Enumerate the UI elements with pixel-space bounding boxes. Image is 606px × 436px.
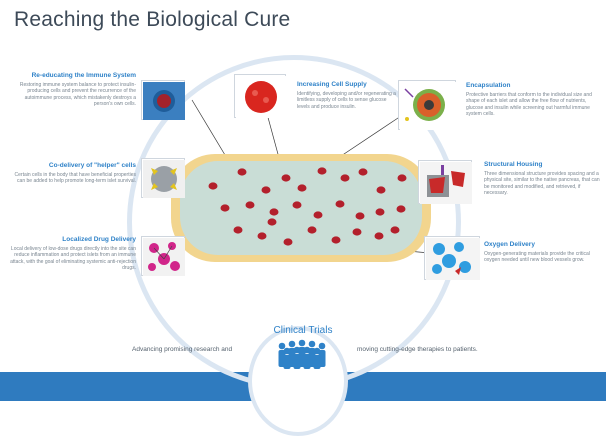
islet — [233, 226, 243, 234]
islet — [220, 204, 230, 212]
islet — [297, 184, 307, 192]
section-text-encaps: Protective barriers that conform to the … — [466, 92, 592, 117]
helper-cells-icon — [143, 160, 185, 198]
islet — [376, 186, 386, 194]
structural-housing-icon — [420, 162, 472, 204]
section-text-drug: Local delivery of low-dose drugs directl… — [10, 246, 136, 271]
clinical-trials-label: Clinical Trials — [273, 325, 333, 336]
encapsulation-icon — [400, 82, 456, 130]
thumbnail-immune — [141, 80, 185, 120]
islet — [281, 174, 291, 182]
islet — [317, 167, 327, 175]
diagram-overlay — [171, 99, 437, 262]
islet — [257, 232, 267, 240]
islet — [267, 218, 277, 226]
islet — [374, 232, 384, 240]
islet — [307, 226, 317, 234]
thumbnail-drug — [141, 236, 185, 276]
drug-molecules-icon — [143, 238, 185, 276]
section-heading-housing: Structural Housing — [484, 161, 543, 168]
thumbnail-helper — [141, 158, 185, 198]
islet — [245, 201, 255, 209]
islet — [340, 174, 350, 182]
caption-left: Advancing promising research and — [132, 346, 233, 353]
section-heading-immune: Re-educating the Immune System — [31, 72, 136, 79]
device-inner — [180, 161, 422, 255]
thumbnail-encaps — [398, 80, 456, 130]
section-heading-supply: Increasing Cell Supply — [297, 81, 367, 88]
islet — [358, 168, 368, 176]
islet — [396, 205, 406, 213]
islet — [331, 236, 341, 244]
section-heading-oxygen: Oxygen Delivery — [484, 241, 535, 248]
cell-cluster-icon — [236, 76, 286, 118]
immune-cell-icon — [143, 82, 185, 120]
islet — [292, 201, 302, 209]
section-text-oxygen: Oxygen-generating materials provide the … — [484, 251, 590, 264]
section-heading-drug: Localized Drug Delivery — [62, 236, 136, 243]
section-heading-helper: Co-delivery of "helper" cells — [48, 162, 136, 169]
islet — [269, 208, 279, 216]
islet — [283, 238, 293, 246]
page-title: Reaching the Biological Cure — [14, 8, 291, 31]
islet — [397, 174, 407, 182]
thumbnail-supply — [234, 74, 286, 118]
section-text-helper: Certain cells in the body that have bene… — [14, 172, 136, 185]
thumbnail-oxygen — [424, 236, 480, 280]
islet — [208, 182, 218, 190]
caption-right: moving cutting-edge therapies to patient… — [357, 346, 478, 353]
islet — [375, 208, 385, 216]
islet — [261, 186, 271, 194]
section-text-housing: Three dimensional structure provides spa… — [484, 171, 600, 196]
islet — [390, 226, 400, 234]
islet — [352, 228, 362, 236]
section-text-immune: Restoring immune system balance to prote… — [19, 82, 136, 107]
section-text-supply: Identifying, developing and/or regenerat… — [297, 91, 396, 110]
islet — [237, 168, 247, 176]
islet — [313, 211, 323, 219]
islet — [355, 212, 365, 220]
section-heading-encaps: Encapsulation — [466, 82, 511, 89]
oxygen-molecules-icon — [426, 238, 480, 280]
thumbnail-housing — [418, 160, 472, 204]
islet-cluster — [208, 167, 407, 246]
islet — [335, 200, 345, 208]
